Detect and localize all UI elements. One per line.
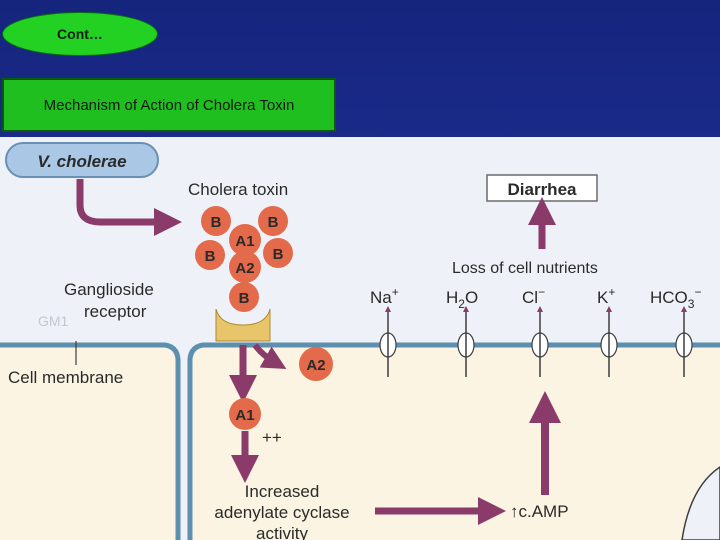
gm1-label: GM1 (38, 313, 69, 329)
cell-left (0, 347, 178, 540)
membrane-main (187, 342, 720, 540)
camp-label: ↑c.AMP (510, 502, 569, 521)
receptor-label: receptor (84, 302, 147, 321)
channel-cl (531, 306, 549, 377)
slide-title-box: Mechanism of Action of Cholera Toxin (2, 78, 336, 132)
subunit-a1-label: A1 (235, 233, 254, 250)
diagram-svg: V. cholerae Cholera toxin B B B B A1 A2 … (0, 137, 720, 540)
subunit-b (229, 282, 259, 312)
channel-k (600, 306, 618, 377)
ion-na: Na+ (370, 285, 399, 307)
loss-label: Loss of cell nutrients (452, 260, 598, 277)
free-a2-label: A2 (306, 357, 325, 374)
subunit-b-label: B (268, 214, 279, 231)
membrane-left (0, 342, 181, 540)
subunit-b-label: B (205, 248, 216, 265)
free-a2 (299, 347, 333, 381)
ganglioside-label: Ganglioside (64, 280, 154, 299)
subunit-b (195, 240, 225, 270)
membrane-label: Cell membrane (8, 368, 123, 387)
subunit-b-label: B (211, 214, 222, 231)
activation-plus: ++ (262, 428, 282, 447)
subunit-a1 (229, 224, 261, 256)
cytoplasm (190, 347, 720, 540)
ion-h2o: H2O (446, 288, 478, 311)
diarrhea-label: Diarrhea (508, 180, 578, 199)
continued-badge: Cont… (2, 12, 158, 56)
channel-hco3 (675, 306, 693, 377)
toxin-complex: B B B B A1 A2 B (195, 206, 293, 312)
v-cholerae-label: V. cholerae (37, 152, 126, 171)
v-cholerae-capsule (5, 142, 159, 178)
free-a1-label: A1 (235, 407, 254, 424)
slide-title: Mechanism of Action of Cholera Toxin (43, 96, 295, 114)
adenylate-line3: activity (256, 524, 308, 540)
ion-cl: Cl− (522, 285, 545, 307)
adenylate-line2: adenylate cyclase (214, 503, 349, 522)
ion-k: K+ (597, 285, 615, 307)
continued-label: Cont… (57, 26, 103, 42)
adenylate-line1: Increased (245, 482, 320, 501)
subunit-b (258, 206, 288, 236)
cholera-toxin-diagram: V. cholerae Cholera toxin B B B B A1 A2 … (0, 137, 720, 540)
subunit-a2 (229, 251, 261, 283)
subunit-b (201, 206, 231, 236)
ion-channels (379, 306, 693, 377)
channel-na (379, 306, 397, 377)
subunit-a2-label: A2 (235, 260, 254, 277)
subunit-b-label: B (273, 246, 284, 263)
free-a1 (229, 398, 261, 430)
ion-hco3: HCO3− (650, 285, 701, 311)
secretion-arrow (76, 179, 182, 236)
subunit-b (263, 238, 293, 268)
ganglioside-receptor (215, 308, 271, 342)
subunit-b-label: B (239, 290, 250, 307)
a2-release-arrow (252, 343, 287, 369)
channel-h2o (457, 306, 475, 377)
toxin-label: Cholera toxin (188, 180, 288, 199)
